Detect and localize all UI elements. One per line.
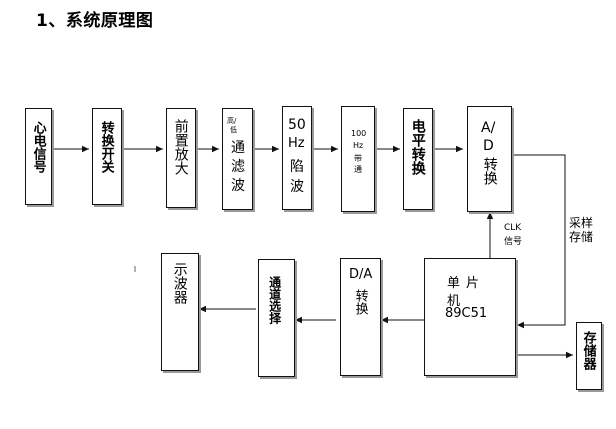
arrow-adc-to-mcu bbox=[512, 154, 566, 329]
dac-block: D/A 转换 bbox=[340, 258, 381, 376]
notch-label-a: 50 bbox=[288, 117, 306, 133]
adc-label-a: A/ bbox=[481, 120, 496, 136]
channel-select-block: 通道选择 bbox=[258, 259, 295, 377]
sample-store-label-b: 存储 bbox=[569, 230, 594, 244]
clk-label-b: 信号 bbox=[504, 237, 523, 247]
notch-filter-block: 50 Hz 陷 波 bbox=[282, 106, 312, 210]
oscilloscope-label: 示波器 bbox=[171, 262, 188, 304]
mcu-label-a: 单片 bbox=[447, 276, 486, 291]
channel-select-label: 通道选择 bbox=[267, 276, 282, 324]
adc-label-c: 转换 bbox=[481, 157, 498, 185]
heart-signal-label: 心电信号 bbox=[30, 121, 46, 173]
clk-label-a: CLK bbox=[504, 223, 522, 233]
preamp-label: 前置放大 bbox=[172, 119, 189, 175]
notch-label-c: 陷 bbox=[290, 159, 304, 175]
storage-block: 存储器 bbox=[576, 322, 602, 390]
hp-lp-label-e: 波 bbox=[231, 178, 245, 194]
bandpass-label-a: 100 bbox=[351, 129, 367, 138]
mcu-label-b: 机 bbox=[447, 294, 461, 309]
sample-store-label-a: 采样 bbox=[569, 216, 594, 230]
section-title: 1、系统原理图 bbox=[36, 11, 154, 31]
adc-label-b: D bbox=[483, 138, 494, 154]
notch-label-b: Hz bbox=[288, 136, 305, 151]
bandpass-label-d: 通 bbox=[354, 165, 362, 174]
preamp-block: 前置放大 bbox=[166, 108, 196, 208]
hp-lp-label-b: 低 bbox=[230, 126, 237, 134]
hp-lp-filter-block: 高/ 低 通 滤 波 bbox=[222, 108, 253, 210]
bandpass-filter-block: 100 Hz 带 通 bbox=[341, 106, 375, 212]
heart-signal-block: 心电信号 bbox=[25, 108, 52, 205]
hp-lp-label-d: 滤 bbox=[231, 159, 245, 175]
dac-label-b: 转换 bbox=[352, 289, 368, 315]
bandpass-label-c: 带 bbox=[354, 154, 362, 163]
level-shift-label: 电平转换 bbox=[409, 119, 426, 175]
mcu-block: 单片 机 89C51 bbox=[424, 258, 516, 376]
storage-label: 存储器 bbox=[580, 331, 596, 370]
dac-label-a: D/A bbox=[349, 267, 373, 282]
switch-block: 转换开关 bbox=[92, 108, 122, 205]
mcu-label-c: 89C51 bbox=[445, 306, 488, 321]
level-shift-block: 电平转换 bbox=[403, 108, 433, 210]
hp-lp-label-a: 高/ bbox=[227, 117, 237, 125]
oscilloscope-block: 示波器 bbox=[161, 253, 199, 371]
notch-label-d: 波 bbox=[290, 179, 304, 195]
bandpass-label-b: Hz bbox=[353, 141, 364, 150]
adc-block: A/ D 转换 bbox=[467, 106, 512, 212]
hp-lp-label-c: 通 bbox=[231, 140, 245, 156]
switch-label: 转换开关 bbox=[98, 121, 114, 173]
